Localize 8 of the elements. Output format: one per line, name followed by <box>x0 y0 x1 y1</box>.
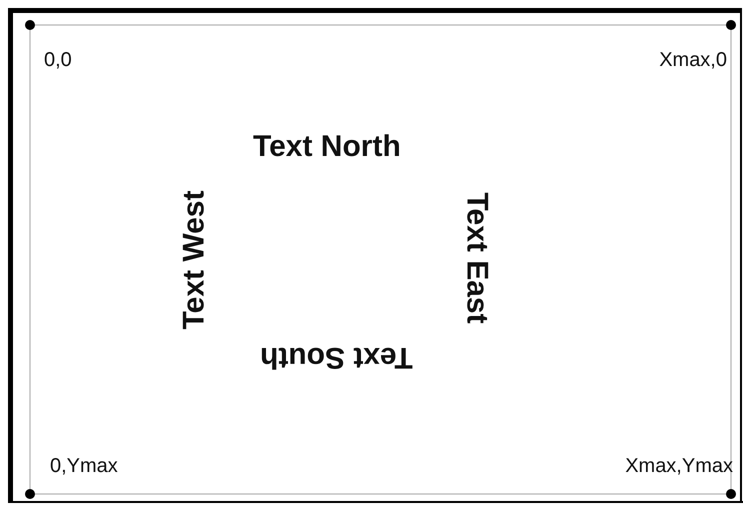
direction-label: Text South <box>260 342 412 372</box>
direction-label: Text North <box>253 132 401 162</box>
coordinate-label: Xmax,Ymax <box>625 456 733 476</box>
coordinate-label: 0,Ymax <box>50 456 118 476</box>
coordinate-label: 0,0 <box>44 50 72 70</box>
coordinate-label: Xmax,0 <box>659 50 727 70</box>
direction-label: Text East <box>461 192 492 324</box>
direction-label: Text West <box>178 190 209 330</box>
